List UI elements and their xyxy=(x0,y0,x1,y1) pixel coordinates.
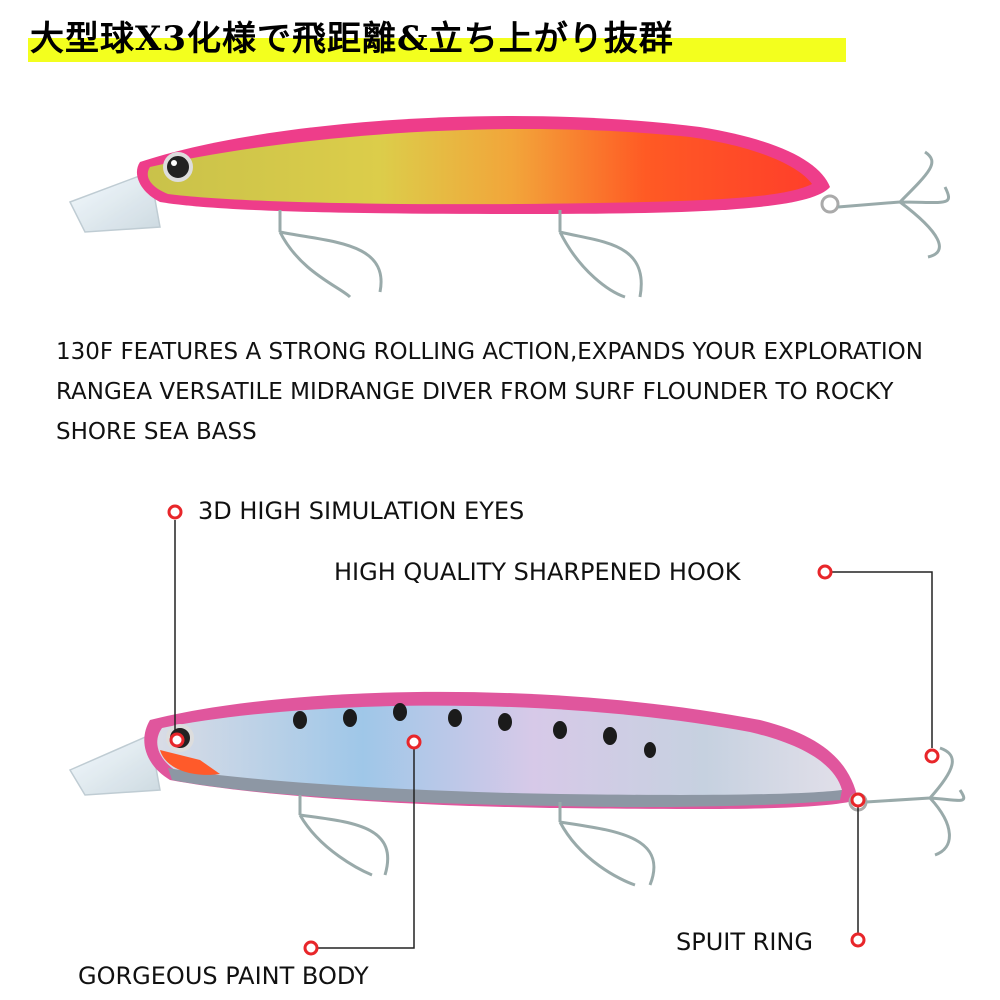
description-line-3: SHORE SEA BASS xyxy=(56,419,257,445)
callout-dot-ring xyxy=(850,932,866,948)
description-line-2: RANGEA VERSATILE MIDRANGE DIVER FROM SUR… xyxy=(56,379,894,405)
callout-dot-body xyxy=(303,940,319,956)
callout-body-label: GORGEOUS PAINT BODY xyxy=(78,962,369,990)
callout-dot-eyes xyxy=(167,504,183,520)
callout-eyes-label: 3D HIGH SIMULATION EYES xyxy=(198,497,525,525)
callout-hook-label: HIGH QUALITY SHARPENED HOOK xyxy=(334,558,741,586)
lure-gold-orange-image xyxy=(68,115,951,299)
callout-ring-label: SPUIT RING xyxy=(676,928,813,956)
headline-highlight xyxy=(28,38,846,62)
product-description: 130F FEATURES A STRONG ROLLING ACTION,EX… xyxy=(56,332,976,452)
callout-dot-hook xyxy=(817,564,833,580)
description-line-1: 130F FEATURES A STRONG ROLLING ACTION,EX… xyxy=(56,339,923,365)
lure-silver-holographic-image xyxy=(68,691,966,887)
headline: 大型球X3化様で飛距離&立ち上がり抜群 xyxy=(30,19,674,59)
